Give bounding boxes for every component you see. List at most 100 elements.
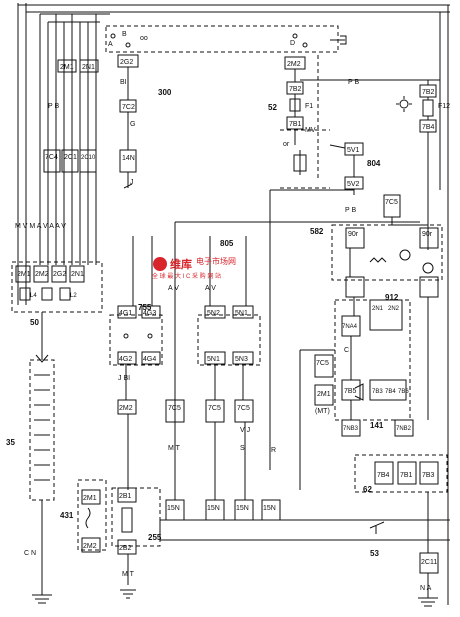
pin-b: B xyxy=(122,31,127,38)
module-431: 431 xyxy=(60,511,74,520)
conn-7c5-b: 7C5 xyxy=(208,405,221,412)
conn-90r-right: 90r xyxy=(422,231,433,238)
wire-jbi: J BI xyxy=(118,375,130,382)
conn-2m2-431: 2M2 xyxy=(83,543,97,550)
conn-2m1-431: 2M1 xyxy=(83,495,97,502)
fuse-f1: F1 xyxy=(305,103,313,110)
wire-pb-mid: P B xyxy=(345,207,356,214)
watermark-line1: 电子市场网 xyxy=(196,256,236,266)
conn-2c1: 2C1 xyxy=(64,154,77,161)
module-804: 804 xyxy=(367,159,381,168)
conn-14n: 14N xyxy=(122,155,135,162)
module-35: 35 xyxy=(6,438,15,447)
pin-d: D xyxy=(290,40,295,47)
module-141: 141 xyxy=(370,421,384,430)
conn-7c5-6: 7C5 xyxy=(316,360,329,367)
wire-s: S xyxy=(240,445,245,452)
watermark-brand: 维库 xyxy=(170,257,192,271)
conn-4g1: 4G1 xyxy=(119,310,132,317)
conn-5n2: 5N2 xyxy=(207,310,220,317)
wire-r: R xyxy=(271,447,276,454)
conn-2b1: 2B1 xyxy=(119,493,132,500)
conn-7na4: 7NA4 xyxy=(342,324,358,330)
wire-cl: C xyxy=(344,347,349,354)
conn-7b4-mid: 7B4 xyxy=(385,389,396,395)
conn-2c11: 2C11 xyxy=(421,559,437,566)
wire-mt: M T xyxy=(122,571,135,578)
conn-7c4: 7C4 xyxy=(45,154,58,161)
conn-2m1-top: 2M1 xyxy=(60,64,74,71)
conn-2g2-top: 2G2 xyxy=(120,59,133,66)
conn-2m1-50: 2M1 xyxy=(17,271,31,278)
conn-5v1: 5V1 xyxy=(347,147,360,154)
module-62: 62 xyxy=(363,485,372,494)
conn-7b6: 7B6 xyxy=(398,389,409,395)
conn-7b1-62: 7B1 xyxy=(400,472,413,479)
wire-j: J xyxy=(130,179,134,186)
pin-a: A xyxy=(108,41,113,48)
conn-7nb2: 7NB2 xyxy=(396,426,412,432)
conn-5n3: 5N3 xyxy=(235,356,248,363)
wire-g: G xyxy=(130,121,135,128)
conn-7b2-right: 7B2 xyxy=(422,89,435,96)
wire-vj: V J xyxy=(240,427,250,434)
conn-7c5-top: 7C5 xyxy=(385,199,398,206)
wire-cn: C N xyxy=(24,550,36,557)
module-50: 50 xyxy=(30,318,39,327)
module-912: 912 xyxy=(385,293,399,302)
conn-2n1-top: 2N1 xyxy=(82,64,95,71)
fuse-f12: F12 xyxy=(438,103,450,110)
conn-2b2: 2B2 xyxy=(119,545,132,552)
conn-2m2-50: 2M2 xyxy=(35,271,49,278)
conn-7nb3: 7NB3 xyxy=(343,426,359,432)
conn-4g2: 4G2 xyxy=(119,356,132,363)
conn-7c5-c: 7C5 xyxy=(237,405,250,412)
conn-15n-d: 15N xyxy=(263,505,276,512)
wire-mv: MV xyxy=(305,127,316,134)
wire-pb: P B xyxy=(48,103,59,110)
module-255: 255 xyxy=(148,533,162,542)
conn-7b1: 7B1 xyxy=(289,121,302,128)
module-300: 300 xyxy=(158,88,172,97)
wire-mt-2: M T xyxy=(168,445,181,452)
conn-15n-b: 15N xyxy=(207,505,220,512)
wire-pb-right: P B xyxy=(348,79,359,86)
module-755: 755 xyxy=(138,303,152,312)
label-l4: L4 xyxy=(30,293,37,299)
label-mt: (MT) xyxy=(315,408,330,415)
module-53: 53 xyxy=(370,549,379,558)
conn-7b4-right: 7B4 xyxy=(422,124,435,131)
conn-5n1b: 5N1 xyxy=(207,356,220,363)
watermark: 维库 电子市场网 全 球 最 大 I C 采 购 网 站 xyxy=(152,256,236,280)
module-582: 582 xyxy=(310,227,324,236)
conn-5v2: 5V2 xyxy=(347,181,360,188)
conn-7b2: 7B2 xyxy=(289,86,302,93)
conn-2c10: 2C10 xyxy=(81,155,96,161)
conn-2n2-912: 2N2 xyxy=(388,306,400,312)
conn-7c2: 7C2 xyxy=(122,104,135,111)
conn-4g3: 4G3 xyxy=(143,310,156,317)
conn-7c5-a: 7C5 xyxy=(168,405,181,412)
conn-2n1-50: 2N1 xyxy=(71,271,84,278)
conn-5n1: 5N1 xyxy=(235,310,248,317)
conn-7b3-62: 7B3 xyxy=(422,472,435,479)
conn-90r-left: 90r xyxy=(348,231,359,238)
wire-na: N A xyxy=(420,585,432,592)
wire-bi: BI xyxy=(120,79,127,86)
conn-2n1-912: 2N1 xyxy=(372,306,384,312)
wire-av-1: A V xyxy=(168,285,179,292)
conn-7b5: 7B5 xyxy=(344,388,357,395)
conn-4g4: 4G4 xyxy=(143,356,156,363)
wire-label-row: M V M A V A A V xyxy=(15,223,66,230)
conn-2g2-50: 2G2 xyxy=(53,271,66,278)
conn-15n-c: 15N xyxy=(236,505,249,512)
conn-15n-a: 15N xyxy=(167,505,180,512)
wire-or: or xyxy=(283,141,290,148)
conn-2m1-mt: 2M1 xyxy=(317,391,331,398)
conn-7b4-62: 7B4 xyxy=(377,472,390,479)
module-805: 805 xyxy=(220,239,234,248)
label-l2: L2 xyxy=(70,293,77,299)
pin-oo: oo xyxy=(140,35,148,42)
